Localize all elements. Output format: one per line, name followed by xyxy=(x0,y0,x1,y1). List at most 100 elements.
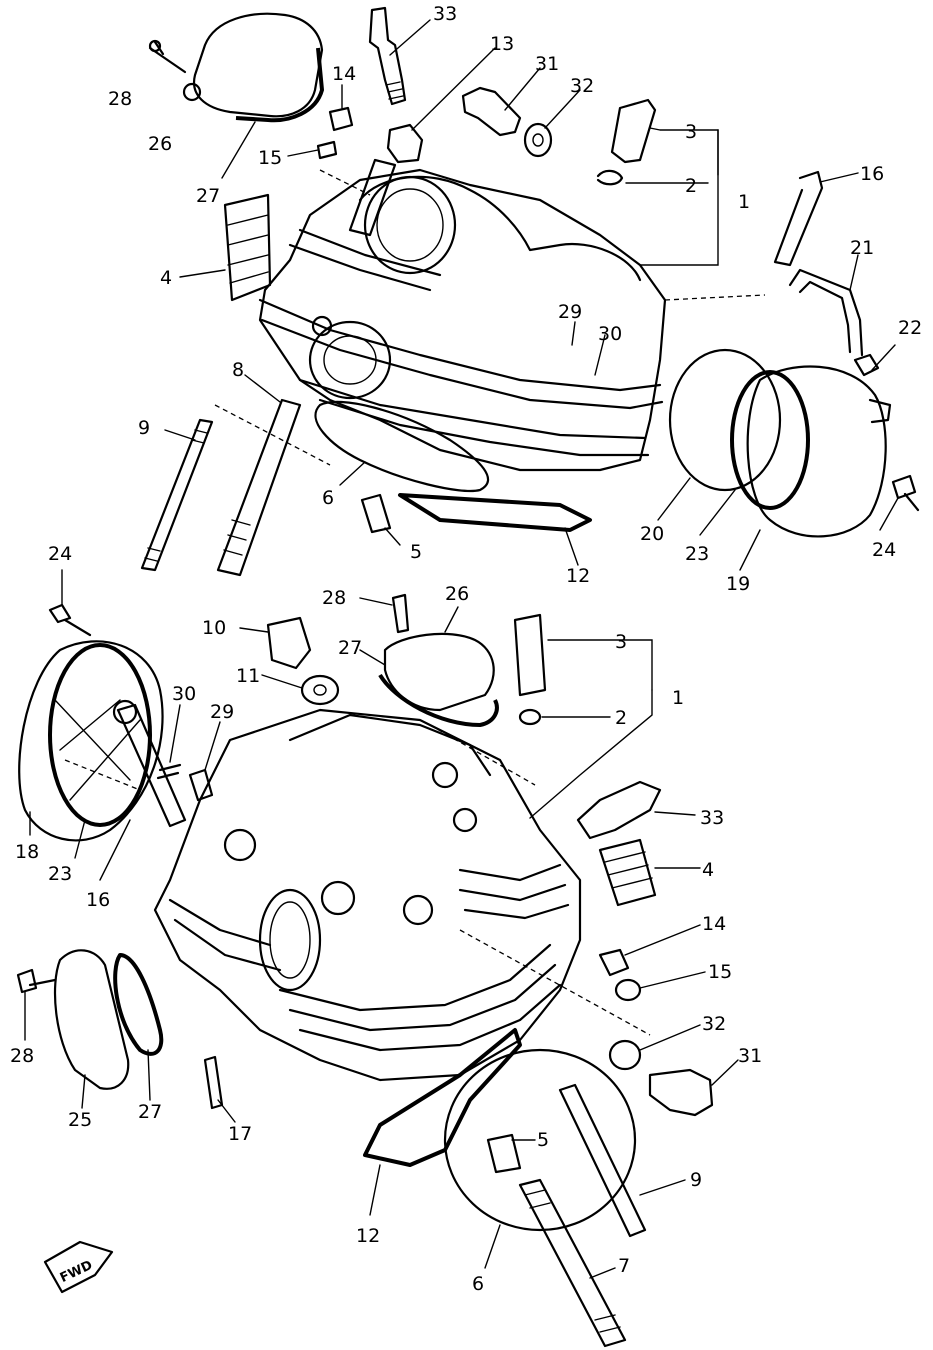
label-16-lower: 16 xyxy=(86,889,110,911)
upper-spark-plug xyxy=(368,6,407,106)
label-5-upper: 5 xyxy=(410,541,422,563)
upper-clip-2 xyxy=(596,169,624,186)
upper-spark-plug-thread xyxy=(385,81,404,100)
lower-stud-7-thread xyxy=(524,1189,621,1333)
leader-1a xyxy=(639,129,719,266)
label-25-lower: 25 xyxy=(68,1109,92,1131)
leader-8a xyxy=(244,374,281,403)
lower-bottom-parts xyxy=(363,1028,647,1348)
label-2-upper: 2 xyxy=(685,175,697,197)
lower-boss-3 xyxy=(431,761,459,789)
label-6-upper: 6 xyxy=(322,487,334,509)
leader-3b xyxy=(547,639,653,691)
label-30-lower: 30 xyxy=(172,683,196,705)
leader-3a xyxy=(649,127,719,176)
upper-stud-8-thread xyxy=(223,519,251,556)
upper-cover-ear xyxy=(868,398,892,424)
lower-valve-guide-3 xyxy=(513,613,547,697)
upper-gaskets xyxy=(314,400,592,534)
upper-small-parts xyxy=(223,86,824,302)
upper-port-inner xyxy=(376,188,444,262)
label-12-lower: 12 xyxy=(356,1225,380,1247)
leader-5a xyxy=(384,527,401,546)
leader-30a xyxy=(594,334,606,376)
fwd-text: FWD xyxy=(58,1258,95,1286)
label-11-lower: 11 xyxy=(236,665,260,687)
upper-bolt-16 xyxy=(773,170,824,267)
label-5-lower: 5 xyxy=(537,1129,549,1151)
leader-21a xyxy=(849,254,859,291)
label-22-upper: 22 xyxy=(898,317,922,339)
label-14-upper: 14 xyxy=(332,63,356,85)
lower-gasket-27 xyxy=(378,673,499,727)
lower-plug-31 xyxy=(648,1068,714,1117)
lower-screw-24 xyxy=(48,603,92,637)
leader-11b xyxy=(261,674,303,689)
label-13-upper: 13 xyxy=(490,33,514,55)
label-19-upper: 19 xyxy=(726,573,750,595)
lower-gasket-12 xyxy=(363,1028,522,1167)
upper-port-opening xyxy=(363,175,457,275)
leader-28b xyxy=(359,597,393,606)
upper-head-fin-1 xyxy=(258,298,662,392)
lower-stud-7 xyxy=(518,1178,627,1348)
upper-head-fin-2 xyxy=(260,318,664,410)
label-24-upper: 24 xyxy=(872,539,896,561)
upper-nut-14 xyxy=(328,106,354,132)
upper-cover-lug xyxy=(182,82,202,102)
lower-right-parts xyxy=(576,780,714,1117)
leader-6a xyxy=(339,461,366,486)
lower-top-parts xyxy=(266,593,547,727)
leader-25b xyxy=(81,1074,86,1109)
upper-gasket-12 xyxy=(398,493,592,532)
leader-15b xyxy=(639,971,706,989)
leader-19a xyxy=(739,529,761,571)
lower-head-fin-2 xyxy=(288,963,557,1032)
lower-spark-plug-33 xyxy=(576,780,662,840)
label-1-upper: 1 xyxy=(738,191,750,213)
lower-oring-27 xyxy=(113,953,164,1056)
upper-head-fin-6 xyxy=(298,228,442,277)
label-33-lower: 33 xyxy=(700,807,724,829)
upper-plug-31 xyxy=(461,86,522,137)
label-33-upper: 33 xyxy=(433,3,457,25)
lower-seal-4-rings xyxy=(604,851,653,889)
lower-clip-29 xyxy=(188,768,214,802)
upper-front-boss xyxy=(308,320,392,400)
label-6-lower: 6 xyxy=(472,1273,484,1295)
leader-10b xyxy=(239,627,269,633)
leader-26b xyxy=(444,606,459,633)
label-3-upper: 3 xyxy=(685,121,697,143)
label-14-lower: 14 xyxy=(702,913,726,935)
label-31-upper: 31 xyxy=(535,53,559,75)
leader-31b xyxy=(711,1059,739,1086)
upper-stud-9-thread xyxy=(144,429,208,562)
align-lower-2 xyxy=(459,929,651,1036)
leader-32a xyxy=(544,89,581,129)
lower-bottom-left-parts xyxy=(16,949,224,1110)
upper-tappet-cover xyxy=(192,12,324,118)
lower-dowel-5 xyxy=(486,1133,522,1174)
alignment-lines xyxy=(64,169,766,1036)
label-21-upper: 21 xyxy=(850,237,874,259)
lower-washer-32 xyxy=(608,1039,642,1071)
leader-9b xyxy=(639,1179,686,1196)
label-26-upper: 26 xyxy=(148,133,172,155)
leader-31a xyxy=(504,67,541,111)
lower-side-cover-18 xyxy=(18,640,164,842)
label-30-upper: 30 xyxy=(598,323,622,345)
label-29-lower: 29 xyxy=(210,701,234,723)
label-16-upper: 16 xyxy=(860,163,884,185)
leader-6b xyxy=(484,1224,501,1269)
leader-27a xyxy=(221,121,256,179)
leader-33b xyxy=(654,811,696,816)
lower-boss-2 xyxy=(320,880,356,916)
label-1-lower: 1 xyxy=(672,687,684,709)
leader-12a xyxy=(564,527,579,566)
lower-oring-23 xyxy=(48,643,152,827)
label-20-upper: 20 xyxy=(640,523,664,545)
fwd-arrow xyxy=(43,1240,114,1294)
upper-screw-24 xyxy=(891,474,920,512)
label-15-lower: 15 xyxy=(708,961,732,983)
